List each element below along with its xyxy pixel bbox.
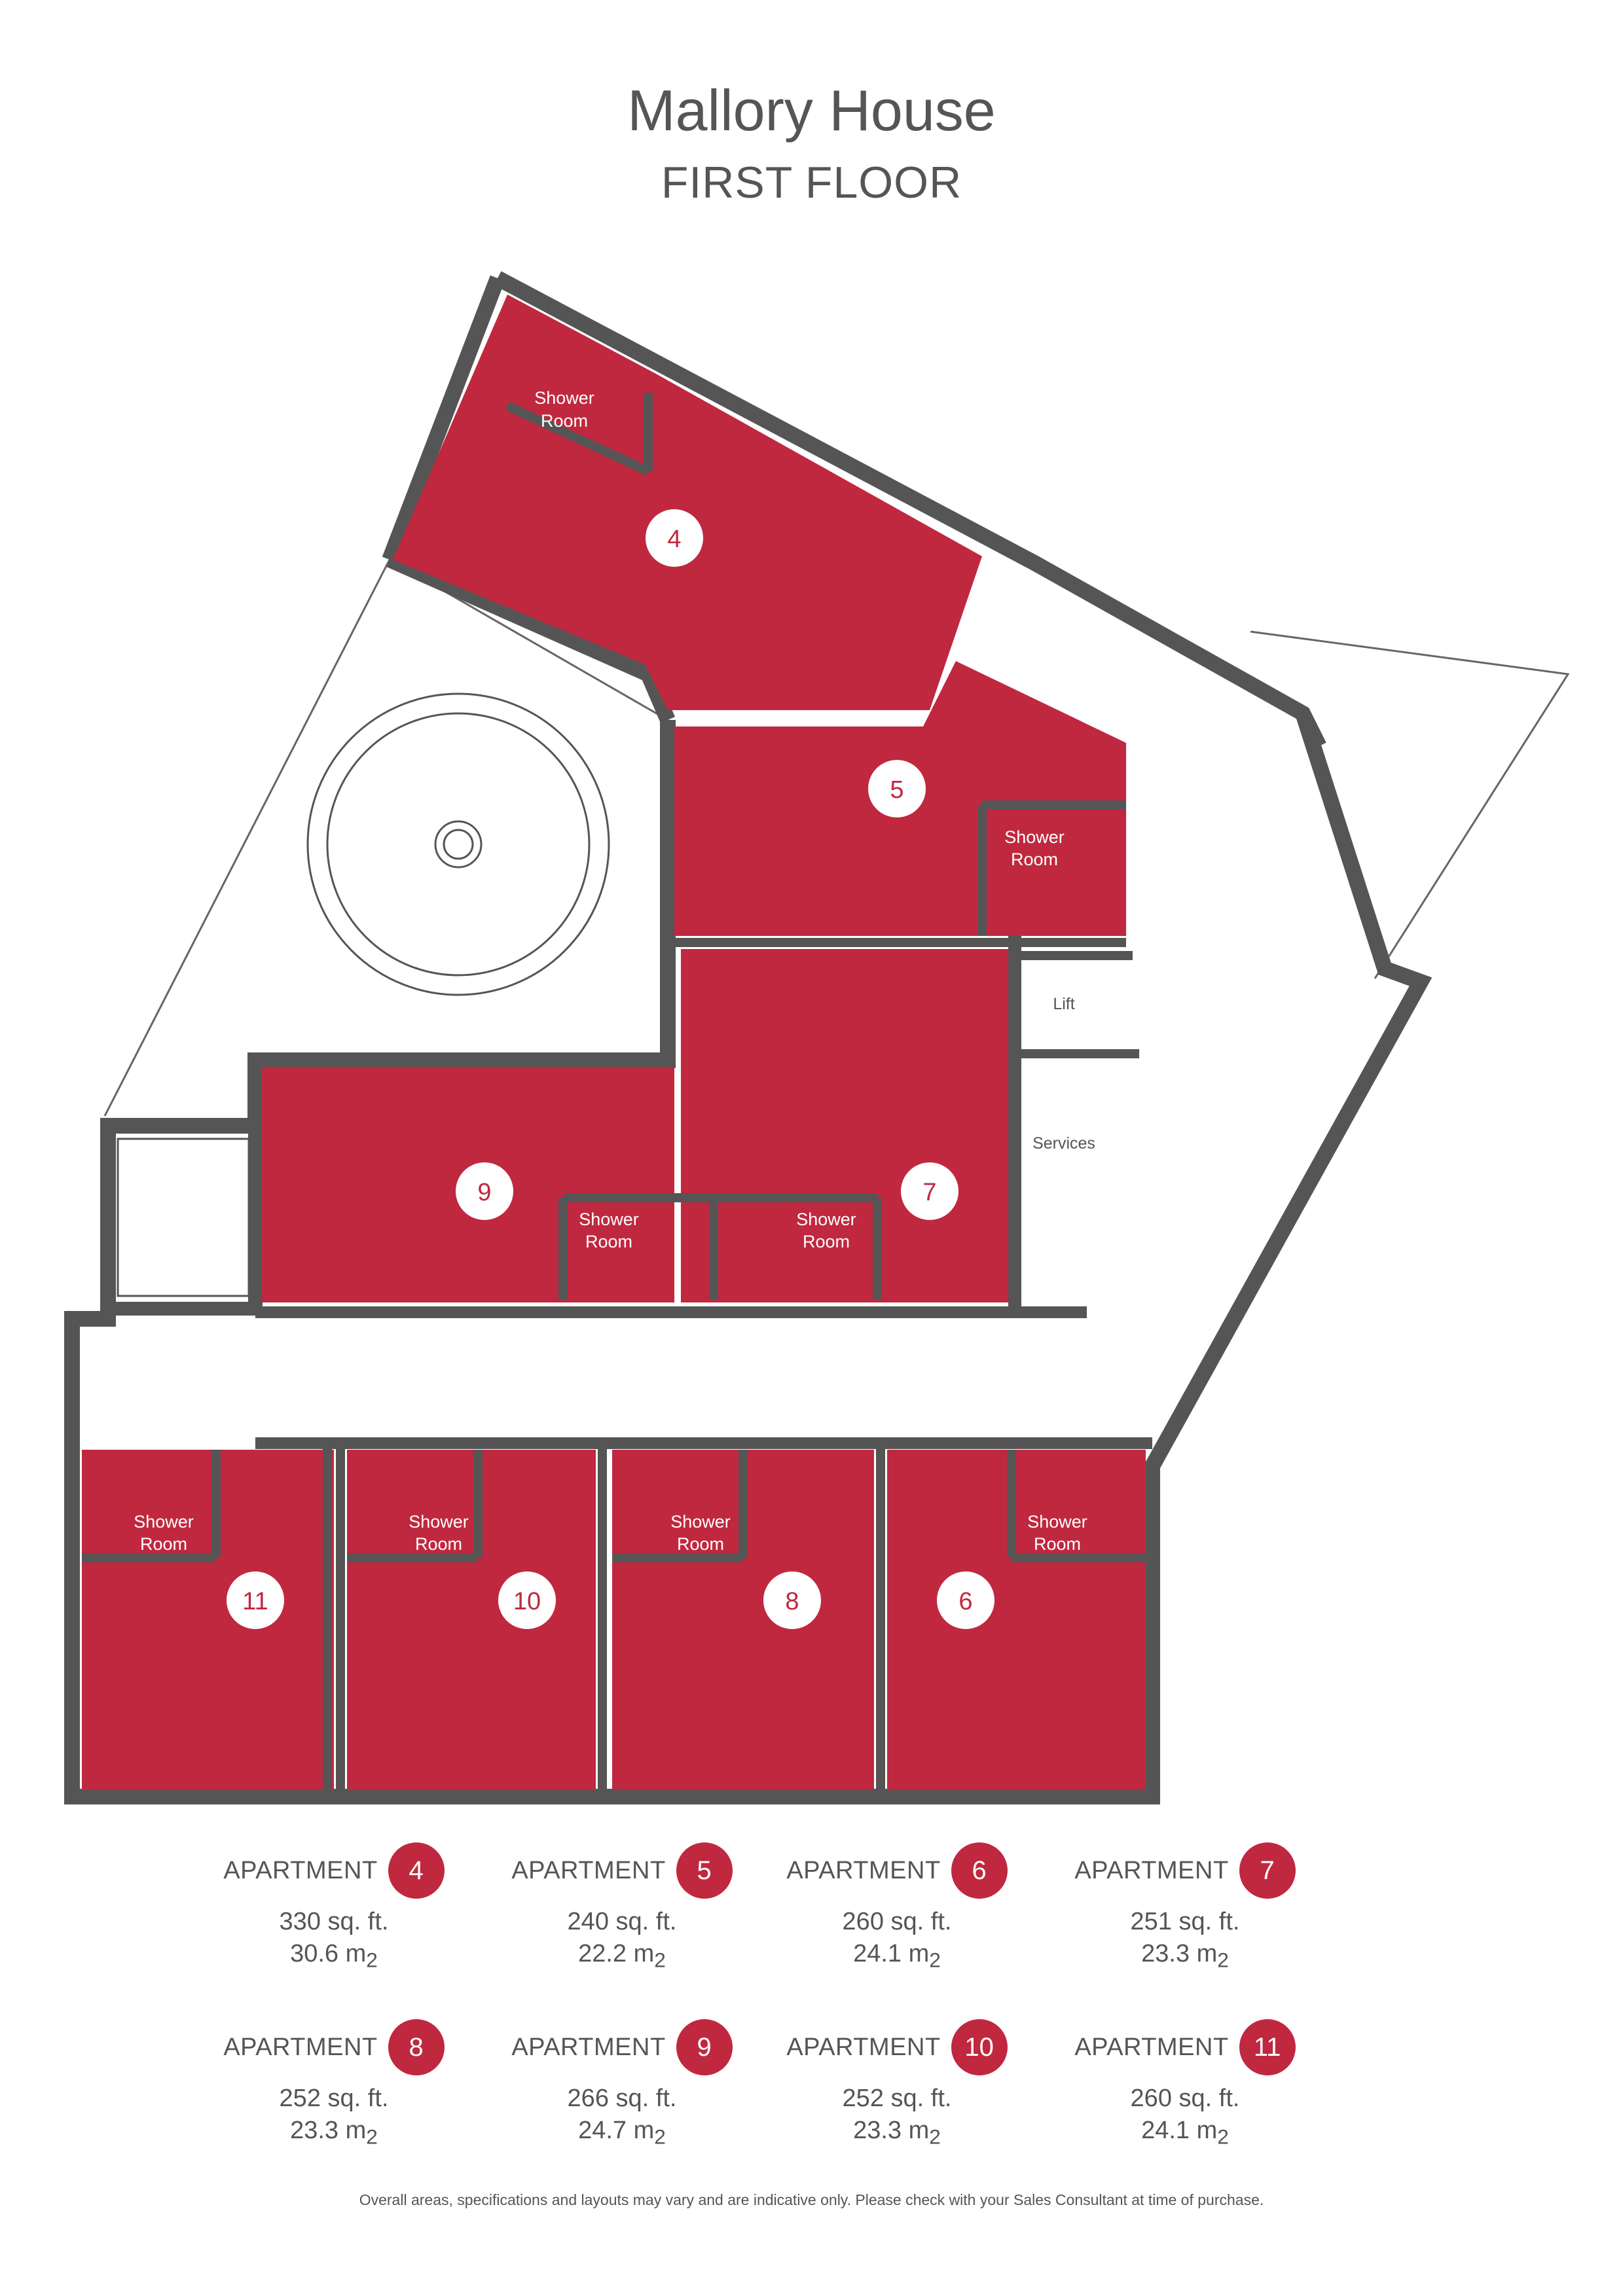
marker-10: 10: [513, 1588, 541, 1615]
apartment-summary-8: APARTMENT 8 252 sq. ft. 23.3 m2: [223, 2019, 445, 2149]
apartment-4-area: [393, 295, 982, 710]
apartment-label: APARTMENT: [511, 1856, 666, 1884]
page-title: Mallory House: [627, 78, 996, 143]
shower-room-label: Room: [1011, 850, 1058, 869]
marker-4: 4: [667, 526, 681, 553]
shower-room-label: Shower: [1004, 827, 1065, 847]
apartment-summary-6: APARTMENT 6 260 sq. ft. 24.1 m2: [786, 1842, 1008, 1973]
apartment-7-area: [681, 949, 1008, 1302]
area-m2: 22.2 m2: [578, 1940, 666, 1972]
area-m2: 24.1 m2: [1141, 2117, 1229, 2149]
floor-plan: Shower Room Shower Room Shower Room Show…: [64, 271, 1570, 1804]
shower-room-label: Room: [677, 1534, 724, 1554]
shower-room-label: Shower: [1027, 1512, 1087, 1532]
shower-room-label: Room: [415, 1534, 462, 1554]
apartment-badge: 10: [951, 2019, 1008, 2075]
apartment-markers: 4 5 7 9 11 10 8 6: [227, 509, 994, 1629]
area-m2: 23.3 m2: [1141, 1940, 1229, 1972]
shower-room-label: Shower: [409, 1512, 469, 1532]
area-sqft: 252 sq. ft.: [842, 2085, 952, 2112]
area-m2: 30.6 m2: [290, 1940, 378, 1972]
apartment-badge: 5: [676, 1842, 733, 1899]
apartment-summary-10: APARTMENT 10 252 sq. ft. 23.3 m2: [786, 2019, 1008, 2149]
walls: [64, 271, 1432, 1804]
floor-title: FIRST FLOOR: [661, 158, 962, 207]
marker-6: 6: [958, 1588, 972, 1615]
marker-7: 7: [922, 1179, 936, 1206]
apartment-label: APARTMENT: [1074, 1856, 1229, 1884]
shower-room-label: Shower: [579, 1210, 639, 1229]
lift-label: Lift: [1053, 995, 1074, 1013]
apartment-label: APARTMENT: [1074, 2033, 1229, 2061]
marker-9: 9: [477, 1179, 491, 1206]
apartment-badge: 6: [951, 1842, 1008, 1899]
area-m2: 23.3 m2: [853, 2117, 941, 2149]
area-sqft: 252 sq. ft.: [279, 2085, 389, 2112]
apartment-badge: 11: [1239, 2019, 1296, 2075]
apartment-6-area: [887, 1450, 1146, 1790]
apartment-label: APARTMENT: [786, 1856, 941, 1884]
apartment-badge: 8: [388, 2019, 445, 2075]
area-sqft: 260 sq. ft.: [1130, 2085, 1240, 2112]
shower-room-label: Shower: [134, 1512, 194, 1532]
shower-room-label: Shower: [534, 388, 594, 408]
area-sqft: 251 sq. ft.: [1130, 1908, 1240, 1935]
services-label: Services: [1032, 1134, 1095, 1153]
room-labels: Shower Room Shower Room Shower Room Show…: [134, 388, 1095, 1554]
apartment-summary-4: APARTMENT 4 330 sq. ft. 30.6 m2: [223, 1842, 445, 1973]
apartment-badge: 9: [676, 2019, 733, 2075]
apartment-10-area: [347, 1450, 596, 1790]
area-sqft: 260 sq. ft.: [842, 1908, 952, 1935]
apartment-badge: 7: [1239, 1842, 1296, 1899]
shower-room-label: Room: [541, 411, 588, 431]
area-m2: 23.3 m2: [290, 2117, 378, 2149]
stair-core: [117, 692, 610, 1297]
shower-room-label: Room: [585, 1232, 632, 1251]
apartment-label: APARTMENT: [786, 2033, 941, 2061]
apartment-11-area: [82, 1450, 334, 1790]
area-m2: 24.7 m2: [578, 2117, 666, 2149]
shower-room-label: Room: [140, 1534, 187, 1554]
apartment-label: APARTMENT: [223, 1856, 378, 1884]
marker-11: 11: [242, 1588, 268, 1615]
shower-room-label: Room: [1034, 1534, 1081, 1554]
apartment-summary-11: APARTMENT 11 260 sq. ft. 24.1 m2: [1074, 2019, 1296, 2149]
area-m2: 24.1 m2: [853, 1940, 941, 1972]
shower-room-label: Shower: [796, 1210, 856, 1229]
area-sqft: 266 sq. ft.: [567, 2085, 677, 2112]
disclaimer: Overall areas, specifications and layout…: [359, 2191, 1264, 2208]
marker-8: 8: [785, 1588, 799, 1615]
shower-room-label: Shower: [670, 1512, 731, 1532]
apartment-summary-5: APARTMENT 5 240 sq. ft. 22.2 m2: [511, 1842, 733, 1973]
area-sqft: 330 sq. ft.: [279, 1908, 389, 1935]
apartment-summary-7: APARTMENT 7 251 sq. ft. 23.3 m2: [1074, 1842, 1296, 1973]
area-sqft: 240 sq. ft.: [567, 1908, 677, 1935]
apartment-label: APARTMENT: [223, 2033, 378, 2061]
marker-5: 5: [890, 776, 903, 804]
apartment-summary-9: APARTMENT 9 266 sq. ft. 24.7 m2: [511, 2019, 733, 2149]
apartment-label: APARTMENT: [511, 2033, 666, 2061]
apartment-badge: 4: [388, 1842, 445, 1899]
internal-walls: [82, 393, 1146, 1797]
shower-room-label: Room: [803, 1232, 850, 1251]
